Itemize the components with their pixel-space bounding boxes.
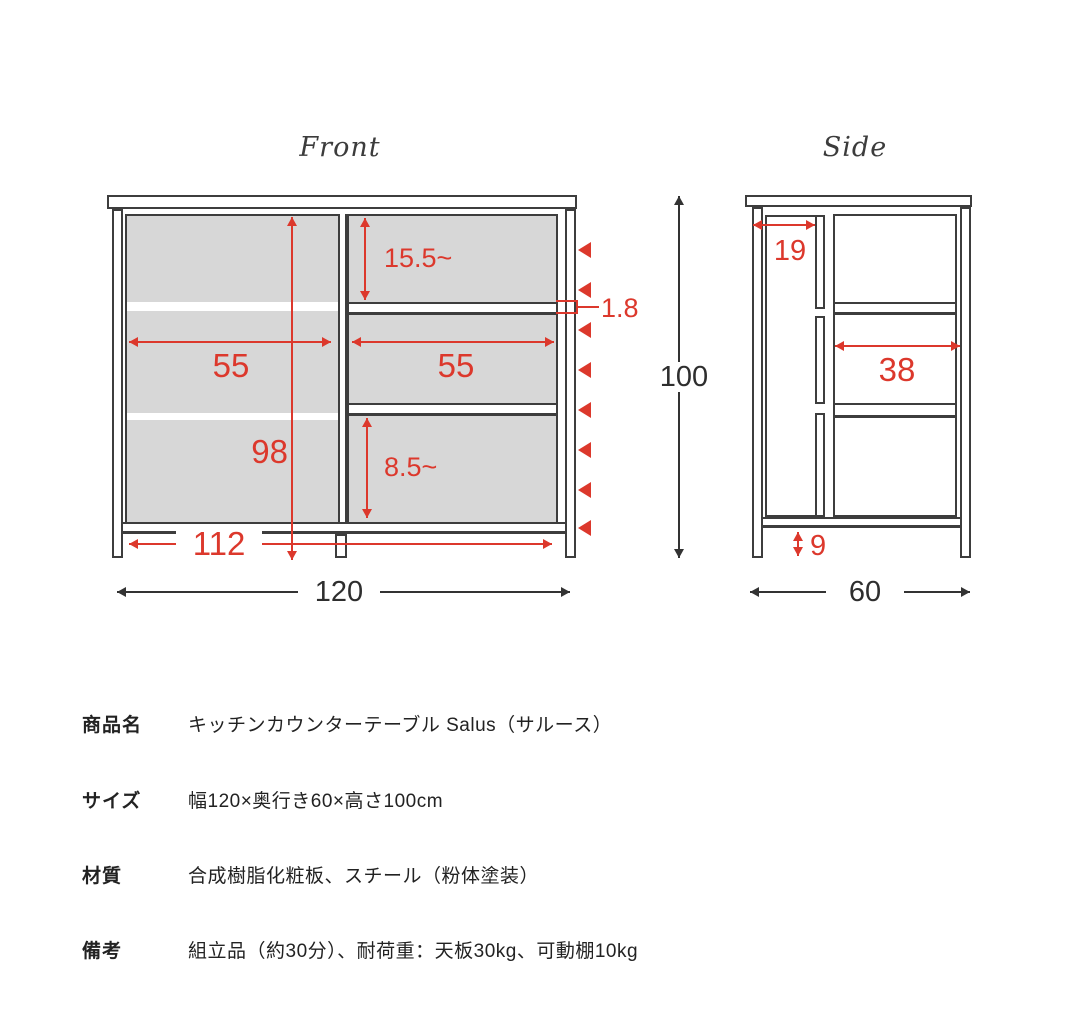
side-frame-upright — [815, 215, 825, 309]
spec-row-label: 商品名 — [82, 715, 143, 736]
side-back-leg — [960, 207, 971, 558]
side-main-panel — [833, 214, 957, 517]
dim-label-top-shelf-pitch: 15.5~ — [384, 243, 453, 273]
dim-arrow-shelf-depth — [835, 341, 960, 351]
side-frame-upright — [815, 316, 825, 404]
spec-row-value: 幅120×奥行き60×高さ100cm — [188, 791, 444, 812]
dim-label-left-inner-width: 55 — [212, 347, 250, 384]
dim-arrow-inner-width — [129, 539, 552, 549]
drawer-front-panel — [349, 416, 556, 522]
dim-arrow-front-depth — [753, 220, 815, 230]
front-left-leg — [112, 209, 123, 558]
spec-row-value: 組立品（約30分）、耐荷重：天板30kg、可動棚10kg — [188, 941, 639, 962]
dim-label-right-inner-width: 55 — [437, 347, 475, 384]
shelf-back-panel — [127, 420, 338, 522]
spec-row-label: 備考 — [82, 941, 123, 962]
thickness-callout-line — [556, 312, 578, 314]
side-bottom-rail — [763, 517, 960, 528]
front-right-leg — [565, 209, 576, 558]
shelf-marker-icon — [578, 482, 591, 498]
shelf-back-panel — [127, 311, 338, 413]
shelf-board-edge — [835, 403, 955, 405]
shelf-marker-icon — [578, 242, 591, 258]
dim-label-total-height: 100 — [650, 362, 718, 392]
dim-label-shelf-thickness: 1.8 — [601, 293, 639, 323]
drawer-front-panel — [349, 315, 556, 403]
dim-arrow-top-shelf-pitch — [360, 218, 370, 300]
side-front-leg — [752, 207, 763, 558]
dim-label-bottom-shelf-pitch: 8.5~ — [384, 452, 438, 482]
shelf-marker-icon — [578, 322, 591, 338]
front-left-shelf-section — [125, 214, 340, 534]
front-view-title: Front — [299, 132, 381, 163]
shelf-board-edge — [835, 312, 955, 315]
side-front-panel — [765, 215, 817, 517]
shelf-board-edge — [349, 413, 556, 416]
spec-row-label: 材質 — [82, 866, 123, 887]
front-center-post — [345, 214, 347, 534]
shelf-board-edge — [835, 302, 955, 304]
drawer-front-panel — [349, 216, 556, 302]
spec-row-label: サイズ — [82, 791, 142, 812]
dim-label-shelf-depth: 38 — [878, 351, 916, 388]
front-middle-leg — [335, 534, 347, 558]
spec-row-value: 合成樹脂化粧板、スチール（粉体塗装） — [188, 866, 540, 887]
shelf-marker-icon — [578, 442, 591, 458]
side-view-title: Side — [822, 132, 888, 163]
dim-label-total-depth: 60 — [826, 577, 904, 607]
shelf-board-edge — [835, 415, 955, 418]
shelf-board-edge — [349, 312, 556, 315]
shelf-marker-icon — [578, 282, 591, 298]
dim-arrow-bottom-shelf-pitch — [362, 418, 372, 518]
side-frame-upright — [815, 413, 825, 517]
side-top-board — [745, 195, 972, 207]
dim-arrow-inner-height — [287, 217, 297, 560]
shelf-marker-icon — [578, 402, 591, 418]
shelf-marker-icon — [578, 520, 591, 536]
thickness-callout-leader — [578, 306, 599, 308]
front-top-board — [107, 195, 577, 209]
shelf-back-panel — [127, 216, 338, 302]
dim-label-inner-width: 112 — [176, 526, 262, 562]
thickness-callout-line — [576, 300, 578, 314]
shelf-board-edge — [349, 302, 556, 304]
shelf-board-edge — [349, 403, 556, 405]
thickness-callout-line — [556, 300, 578, 302]
dim-arrow-right-inner-width — [352, 337, 554, 347]
dim-label-front-depth: 19 — [773, 235, 807, 267]
front-right-drawer-section — [347, 214, 558, 534]
dim-label-inner-height: 98 — [251, 433, 288, 470]
dim-arrow-leg-height — [793, 532, 803, 556]
shelf-marker-icon — [578, 362, 591, 378]
dim-arrow-left-inner-width — [129, 337, 331, 347]
dim-label-leg-height: 9 — [810, 530, 827, 562]
spec-row-value: キッチンカウンターテーブル Salus（サルース） — [188, 715, 613, 736]
dim-label-total-width: 120 — [298, 577, 380, 607]
